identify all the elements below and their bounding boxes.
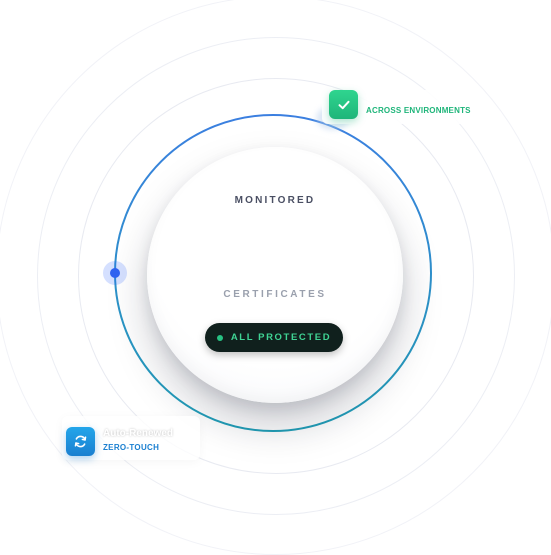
status-badge-text: ALL PROTECTED xyxy=(230,332,332,343)
monitored-label: MONITORED xyxy=(234,195,316,206)
renewal-title: Auto-Renewed xyxy=(103,428,173,439)
environments-label: ACROSS ENVIRONMENTS xyxy=(366,106,471,115)
ring-node-dot xyxy=(110,268,120,278)
central-disc: MONITORED CERTIFICATES ALL PROTECTED xyxy=(147,147,403,403)
status-badge: ALL PROTECTED xyxy=(205,323,343,352)
inner-halo-ring xyxy=(78,78,474,474)
renewal-subtitle: ZERO-TOUCH xyxy=(103,443,160,452)
middle-halo-ring xyxy=(37,37,515,515)
refresh-icon xyxy=(66,427,95,456)
status-dot-icon xyxy=(216,334,223,341)
certificates-label: CERTIFICATES xyxy=(223,289,327,300)
check-icon xyxy=(329,90,358,119)
